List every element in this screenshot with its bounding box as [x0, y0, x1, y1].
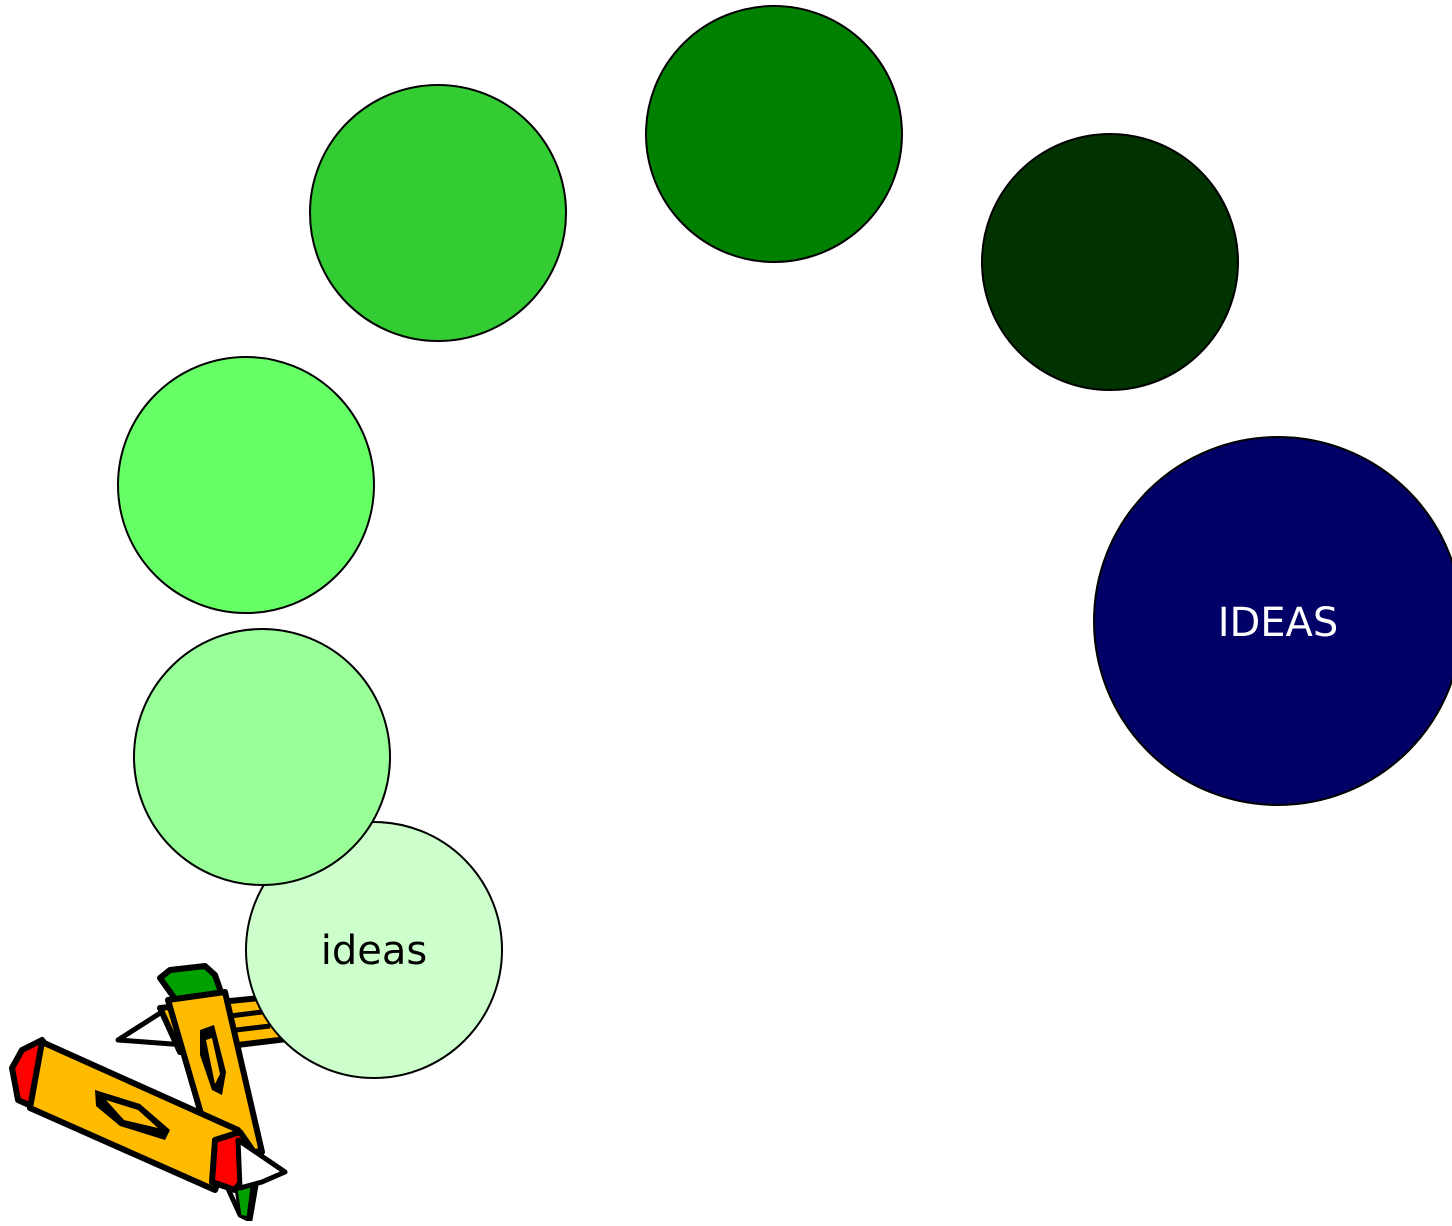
circle-light-green-shape: [117, 356, 375, 614]
circle-medium-green: [309, 84, 567, 342]
circle-pale-green-shape: [133, 628, 391, 886]
circle-big-ideas-label: IDEAS: [1218, 600, 1339, 646]
circle-small-ideas-label: ideas: [321, 928, 427, 974]
crossed-pencils-icon: [9, 963, 315, 1223]
circle-green-shape: [645, 5, 903, 263]
circle-green: [645, 5, 903, 263]
circle-big-ideas: IDEAS: [1093, 436, 1452, 806]
circle-small-ideas: ideas: [245, 821, 503, 1079]
pencil-diagonal: [9, 1037, 288, 1193]
circle-dark-green-shape: [981, 133, 1239, 391]
circle-medium-green-shape: [309, 84, 567, 342]
circle-dark-green: [981, 133, 1239, 391]
circles-layer: ideas IDEAS: [117, 5, 1452, 1079]
circle-pale-green: [133, 628, 391, 886]
circle-light-green: [117, 356, 375, 614]
circle-small-ideas-shape: [245, 821, 503, 1079]
circle-big-ideas-shape: [1093, 436, 1452, 806]
